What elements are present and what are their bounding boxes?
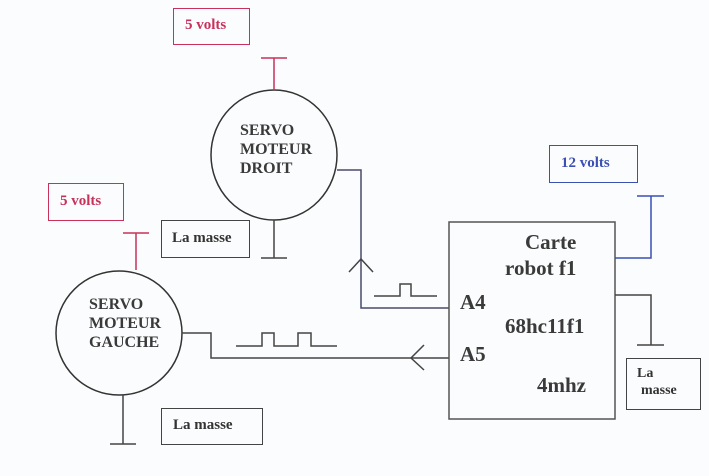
carte-robot-box [448, 221, 616, 420]
servo-gauche-label: SERVO MOTEUR GAUCHE [89, 295, 161, 353]
servo-droit-power-label: 5 volts [173, 8, 250, 45]
a4-signal-wire [337, 169, 449, 309]
servo-droit-label: SERVO MOTEUR DROIT [240, 121, 312, 179]
a4-arrow [348, 257, 374, 273]
servo-droit-line3: DROIT [240, 160, 293, 178]
a5-signal-wire [182, 332, 449, 359]
servo-droit-ground-label: La masse [161, 220, 250, 258]
carte-freq-label: 4mhz [537, 373, 586, 397]
servo-gauche-line1: SERVO [89, 296, 144, 313]
carte-ground-label-line2: masse [641, 382, 677, 398]
carte-ground-label-line1: La [637, 366, 654, 381]
carte-ground-wire [615, 294, 652, 345]
a5-arrow [409, 344, 425, 371]
pin-a4-label: A4 [460, 290, 486, 314]
servo-gauche-line3: GAUCHE [89, 334, 160, 352]
carte-ground-label: La masse [626, 358, 701, 410]
servo-droit-line2: MOTEUR [240, 141, 312, 159]
carte-chip-label: 68hc11f1 [505, 314, 585, 338]
a5-pulse-signal [236, 332, 337, 347]
servo-gauche-line2: MOTEUR [89, 315, 161, 333]
servo-droit-line1: SERVO [240, 122, 295, 139]
carte-title-line2: robot f1 [505, 256, 577, 280]
pin-a5-label: A5 [460, 342, 486, 366]
servo-gauche-power-label: 5 volts [48, 183, 124, 221]
carte-power-label: 12 volts [549, 145, 638, 183]
carte-title-line1: Carte [525, 230, 577, 254]
a4-pulse-signal [374, 283, 437, 297]
servo-gauche-ground-label: La masse [161, 408, 263, 445]
carte-power-wire [615, 196, 652, 259]
